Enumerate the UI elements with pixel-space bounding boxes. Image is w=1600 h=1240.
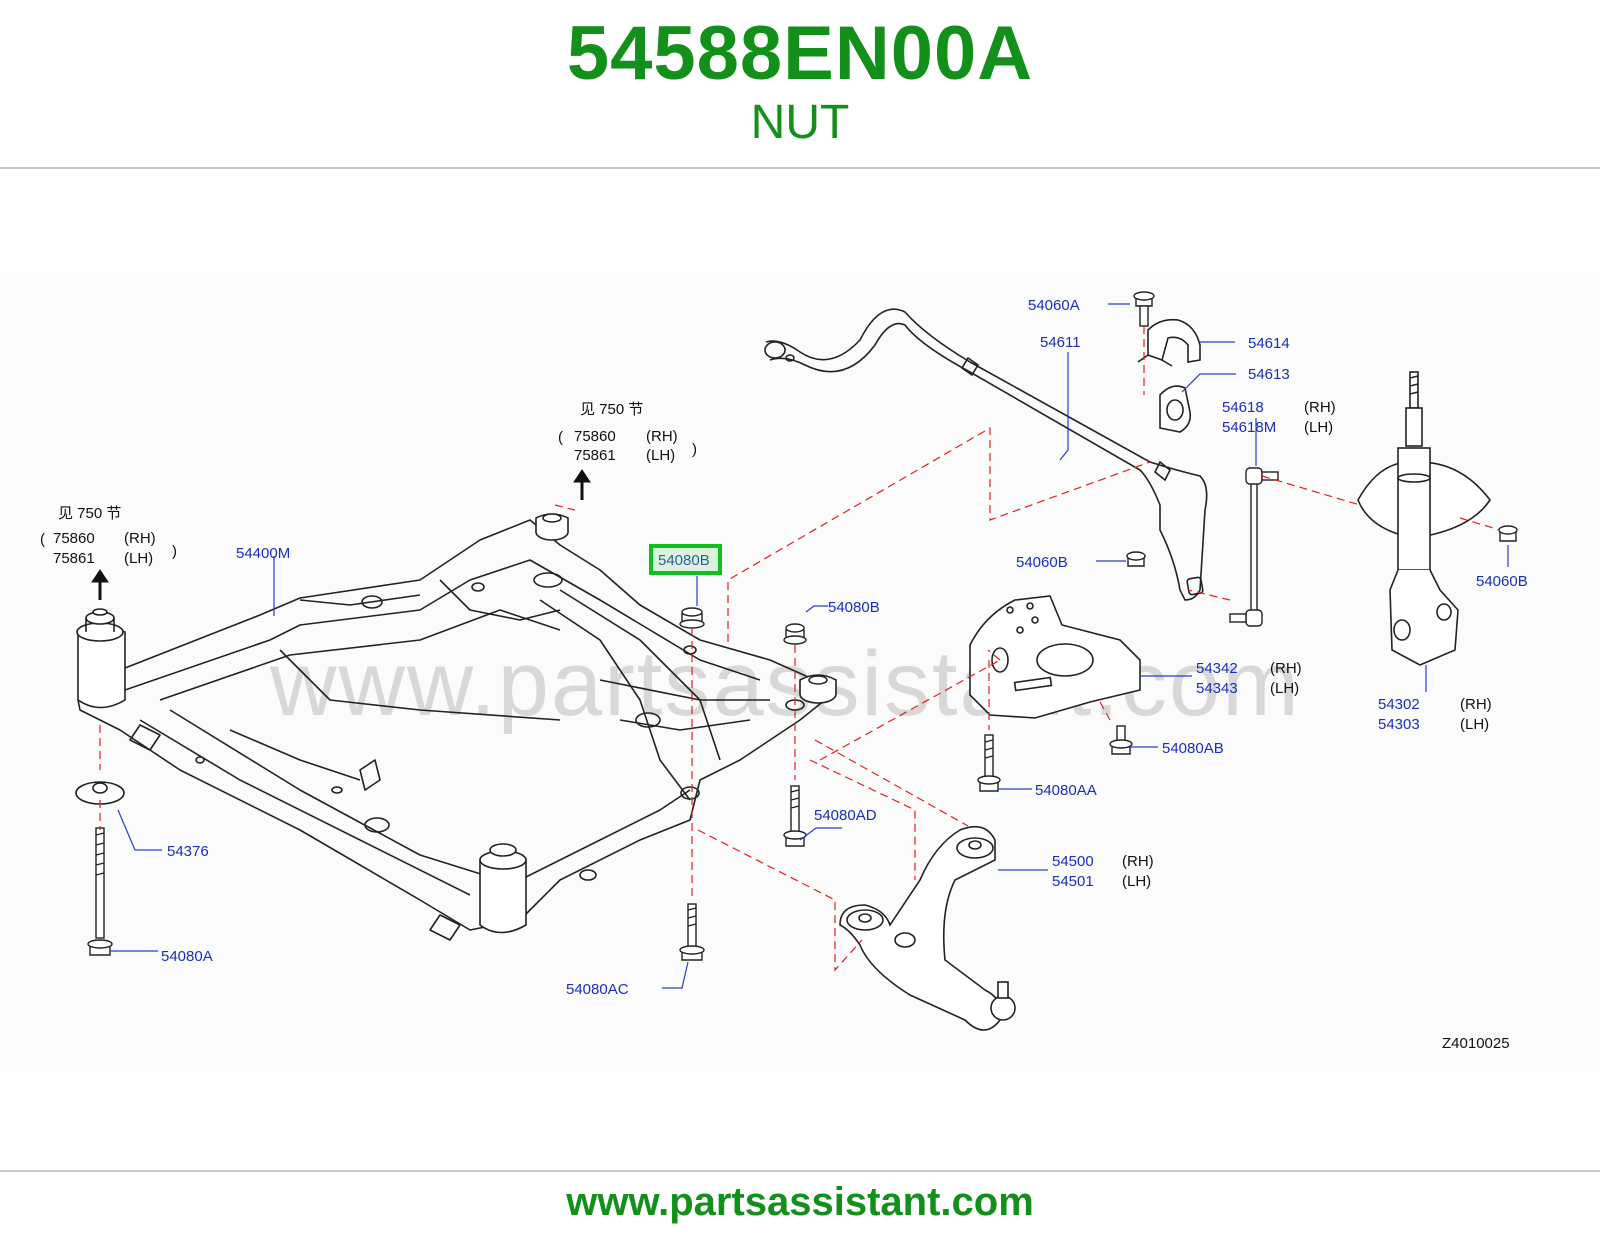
- callout-54080B[interactable]: 54080B: [828, 599, 880, 616]
- callout-54501[interactable]: 54501: [1052, 873, 1094, 890]
- callout-54080AC[interactable]: 54080AC: [566, 981, 629, 998]
- parts-diagram-background: [0, 272, 1600, 1072]
- side-lh-54618M: (LH): [1304, 419, 1333, 436]
- callout-54060B-left[interactable]: 54060B: [1016, 554, 1068, 571]
- stabilizer-link: [1229, 467, 1279, 627]
- side-lh-54501: (LH): [1122, 873, 1151, 890]
- bracket-54342: [969, 595, 1141, 719]
- bolt-54080AD: [783, 785, 807, 847]
- nut-54080B: [783, 623, 807, 645]
- callout-54376[interactable]: 54376: [167, 843, 209, 860]
- bolt-54060A: [1133, 291, 1155, 327]
- see-ref-top-part-1: 75860: [574, 428, 616, 445]
- figure-code: Z4010025: [1442, 1035, 1510, 1052]
- stabilizer-bar: [764, 308, 1208, 601]
- callout-54613[interactable]: 54613: [1248, 366, 1290, 383]
- callout-54080B-highlighted[interactable]: 54080B: [658, 552, 710, 569]
- side-rh-54500: (RH): [1122, 853, 1154, 870]
- subframe-mount-front: [479, 843, 527, 934]
- stabilizer-bushing-54613: [1159, 385, 1192, 433]
- subframe-illustration: [77, 519, 826, 941]
- see-ref-left: 见 750 节 ( 75860 (RH) 75861 (LH) ): [40, 505, 177, 567]
- see-ref-left-side-1: (RH): [124, 530, 156, 547]
- callout-54618[interactable]: 54618: [1222, 399, 1264, 416]
- see-ref-left-side-2: (LH): [124, 550, 153, 567]
- footer-divider: [0, 1170, 1600, 1172]
- callout-54303[interactable]: 54303: [1378, 716, 1420, 733]
- lower-control-arm: [839, 825, 1016, 1031]
- nut-54060B-right: [1498, 525, 1518, 542]
- callout-54080AB[interactable]: 54080AB: [1162, 740, 1224, 757]
- callout-54400M[interactable]: 54400M: [236, 545, 290, 562]
- callout-54080AA[interactable]: 54080AA: [1035, 782, 1097, 799]
- see-ref-top-side-1: (RH): [646, 428, 678, 445]
- part-number-title: 54588EN00A: [566, 11, 1034, 96]
- callout-54060B-right[interactable]: 54060B: [1476, 573, 1528, 590]
- callout-labels: 54400M 54376 54080A 54080AC 54080B 54080…: [161, 297, 1528, 1052]
- side-lh-54303: (LH): [1460, 716, 1489, 733]
- paren-open: (: [40, 531, 45, 548]
- paren-close: ): [692, 441, 697, 458]
- see-ref-top-heading: 见 750 节: [580, 401, 643, 418]
- bolt-54080AA: [977, 734, 1001, 792]
- page-header: 54588EN00A NUT: [0, 0, 1600, 168]
- highlighted-part-box: [649, 544, 722, 575]
- nut-54060B-left: [1126, 551, 1146, 567]
- see-ref-top-part-2: 75861: [574, 447, 616, 464]
- leader-lines: [110, 303, 1509, 989]
- see-ref-left-heading: 见 750 节: [58, 505, 121, 522]
- bolt-54080AB: [1109, 725, 1133, 755]
- callout-54343[interactable]: 54343: [1196, 680, 1238, 697]
- subframe-mount-left: [76, 608, 126, 709]
- side-lh-54343: (LH): [1270, 680, 1299, 697]
- footer-url[interactable]: www.partsassistant.com: [566, 1180, 1034, 1224]
- callout-54080AD[interactable]: 54080AD: [814, 807, 877, 824]
- relation-lines: [99, 326, 1501, 972]
- see-ref-left-part-2: 75861: [53, 550, 95, 567]
- paren-close: ): [172, 543, 177, 560]
- subframe-mount-top: [535, 513, 569, 541]
- strut-assembly: [1357, 371, 1491, 666]
- callout-54500[interactable]: 54500: [1052, 853, 1094, 870]
- see-ref-top: 见 750 节 ( 75860 (RH) 75861 (LH) ): [558, 401, 697, 464]
- bolt-54080A: [87, 827, 113, 956]
- side-rh-54618: (RH): [1304, 399, 1336, 416]
- side-rh-54302: (RH): [1460, 696, 1492, 713]
- washer-54376: [75, 781, 125, 805]
- watermark-text: www.partsassistant.com: [269, 633, 1301, 735]
- callout-54080A[interactable]: 54080A: [161, 948, 213, 965]
- callout-54342[interactable]: 54342: [1196, 660, 1238, 677]
- stabilizer-clamp-54614: [1137, 318, 1201, 367]
- callout-54618M[interactable]: 54618M: [1222, 419, 1276, 436]
- header-divider: [0, 167, 1600, 169]
- callout-54060A[interactable]: 54060A: [1028, 297, 1080, 314]
- see-ref-left-part-1: 75860: [53, 530, 95, 547]
- callout-54614[interactable]: 54614: [1248, 335, 1290, 352]
- callout-54302[interactable]: 54302: [1378, 696, 1420, 713]
- see-ref-arrows: [91, 469, 591, 600]
- see-ref-top-side-2: (LH): [646, 447, 675, 464]
- part-name-subtitle: NUT: [750, 96, 850, 149]
- subframe-mount-right: [799, 674, 837, 704]
- bolt-54080AC: [679, 903, 705, 961]
- callout-54611[interactable]: 54611: [1040, 334, 1081, 351]
- side-rh-54342: (RH): [1270, 660, 1302, 677]
- nut-54080B-highlighted: [679, 607, 705, 629]
- paren-open: (: [558, 429, 563, 446]
